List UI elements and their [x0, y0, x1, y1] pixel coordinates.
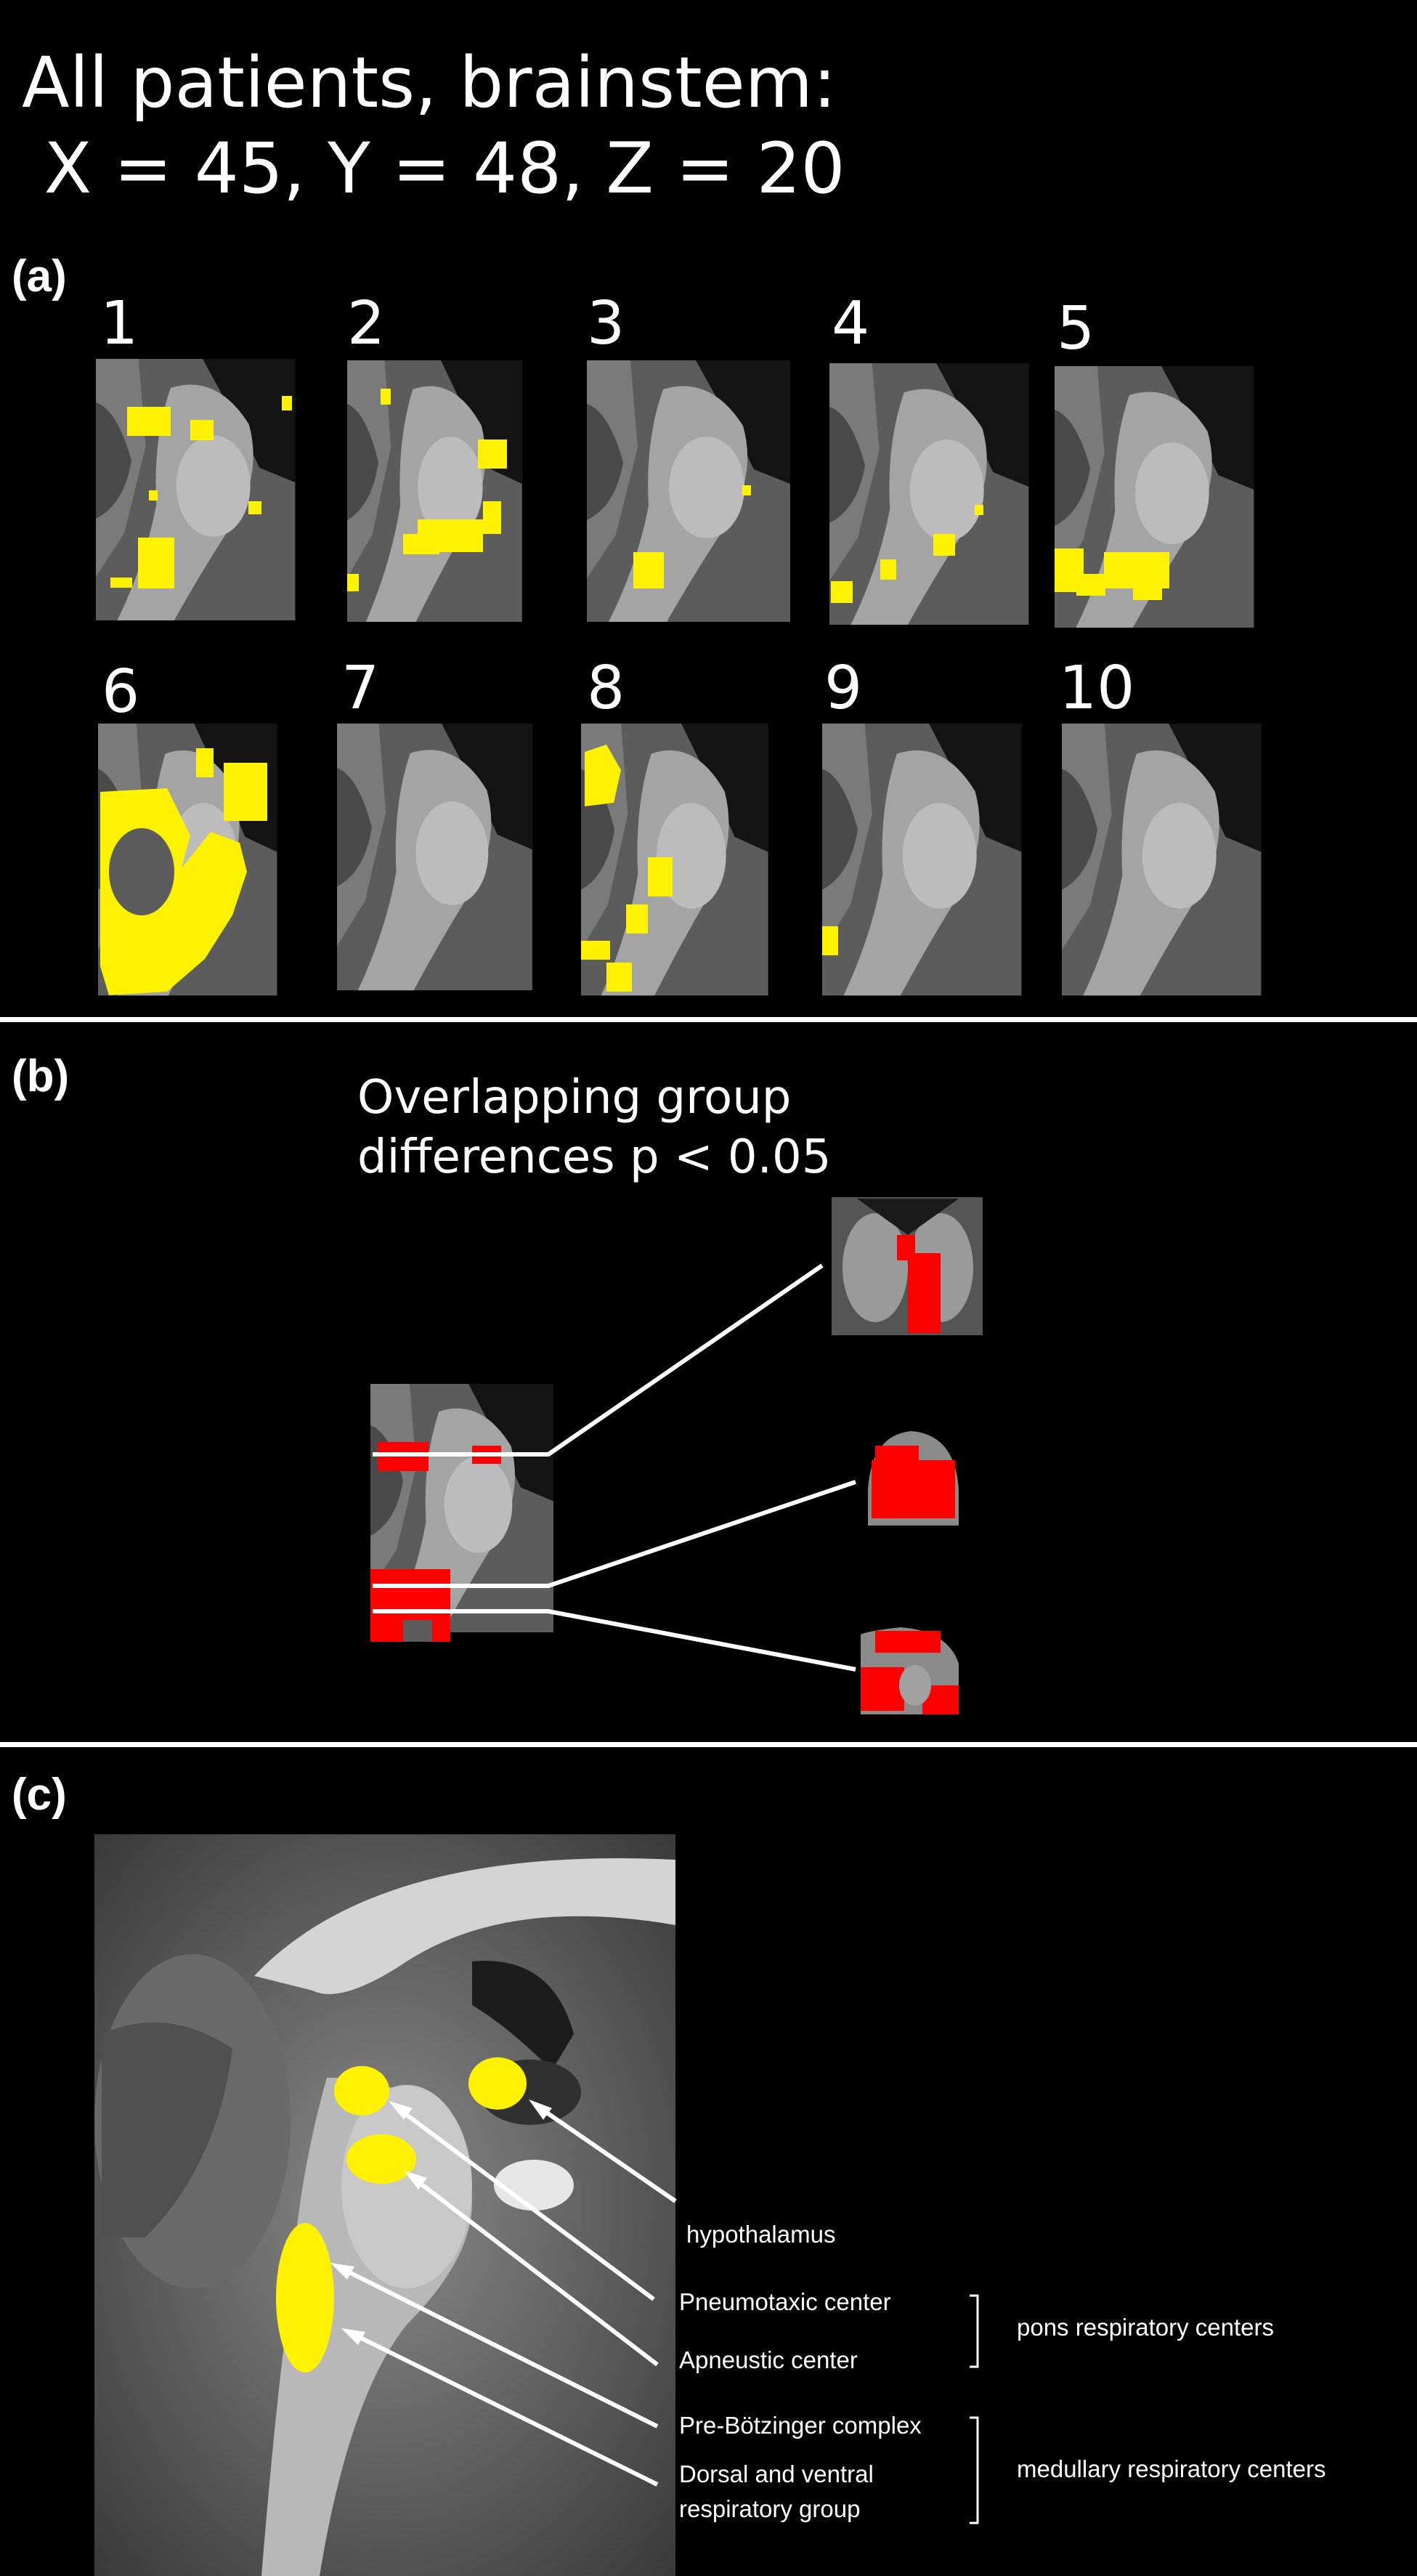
respiratory-center-markers — [276, 2057, 527, 2373]
patient-4-slice — [829, 363, 1029, 625]
hypothalamus-marker — [468, 2057, 527, 2110]
group-pons-respiratory-centers: pons respiratory centers — [1017, 2314, 1274, 2341]
patient-number-1: 1 — [100, 289, 139, 358]
pneumotaxic-marker — [334, 2066, 389, 2115]
panel-a-label: (a) — [12, 251, 67, 301]
label-arrows — [330, 2099, 677, 2487]
patient-3-slice — [587, 360, 790, 622]
panel-b-label: (b) — [12, 1051, 70, 1101]
patient-number-10: 10 — [1059, 654, 1135, 723]
overlap-caption-line-2: differences p < 0.05 — [357, 1130, 832, 1184]
patient-8-slice — [581, 724, 768, 996]
patient-1-slice — [96, 359, 296, 620]
label-dorsal-ventral-line-2: respiratory group — [679, 2495, 861, 2522]
title-line-2: X = 45, Y = 48, Z = 20 — [22, 128, 845, 209]
label-apneustic-center: Apneustic center — [679, 2346, 858, 2373]
label-hypothalamus: hypothalamus — [686, 2221, 836, 2248]
patient-number-3: 3 — [587, 289, 625, 358]
label-pneumotaxic-center: Pneumotaxic center — [679, 2288, 891, 2315]
figure-title: All patients, brainstem: X = 45, Y = 48,… — [22, 40, 845, 211]
title-line-1: All patients, brainstem: — [22, 42, 837, 123]
patient-number-2: 2 — [347, 289, 386, 358]
overlap-sagittal-slice — [370, 1384, 553, 1642]
overlap-axial-slice-3 — [861, 1627, 959, 1714]
divider-b-c — [0, 1742, 1417, 1747]
patient-number-9: 9 — [824, 654, 863, 723]
medullary-marker — [276, 2223, 334, 2373]
overlap-axial-slice-2 — [864, 1431, 959, 1526]
patient-10-slice — [1062, 724, 1262, 996]
apneustic-marker — [346, 2134, 416, 2184]
patient-2-slice — [347, 360, 522, 622]
patient-number-7: 7 — [341, 654, 380, 723]
group-medullary-respiratory-centers: medullary respiratory centers — [1017, 2455, 1326, 2482]
label-pre-botzinger-complex: Pre-Bötzinger complex — [679, 2412, 922, 2439]
patient-5-slice — [1055, 366, 1254, 628]
overlap-slice-lines — [373, 1263, 856, 1672]
divider-a-b — [0, 1017, 1417, 1022]
panel-c-label: (c) — [12, 1770, 67, 1820]
patient-number-5: 5 — [1057, 294, 1095, 363]
patient-number-8: 8 — [587, 654, 625, 723]
patient-7-slice — [337, 724, 532, 991]
overlap-axial-slice-1 — [832, 1197, 983, 1335]
sagittal-brain-illustration — [94, 1834, 675, 2576]
patient-number-6: 6 — [102, 657, 140, 726]
patient-6-slice — [98, 724, 277, 996]
overlap-caption: Overlapping group differences p < 0.05 — [357, 1068, 831, 1187]
group-brackets — [970, 2294, 979, 2524]
patient-9-slice — [822, 724, 1022, 996]
label-dorsal-ventral-line-1: Dorsal and ventral — [679, 2460, 874, 2487]
patient-number-4: 4 — [832, 289, 870, 358]
overlap-caption-line-1: Overlapping group — [357, 1071, 792, 1125]
